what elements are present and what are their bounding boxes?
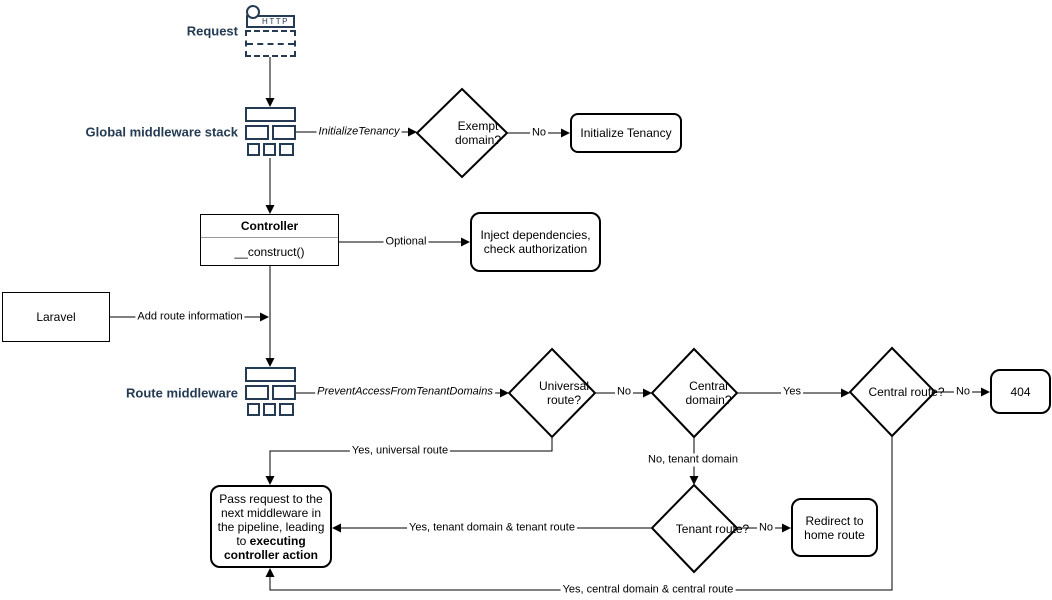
decision-exempt-domain-shape: [415, 87, 509, 179]
pass-request-bold-text: executing controller action: [223, 533, 318, 562]
edge-label-prevent-access-middleware: PreventAccessFromTenantDomains: [315, 385, 495, 399]
edge-label-optional: Optional: [383, 235, 429, 249]
stack-mid-left: [245, 125, 269, 140]
stack-row-top: [245, 367, 296, 382]
http-request-dashed-box: [245, 30, 296, 57]
process-inject-dependencies: Inject dependencies, check authorization: [470, 212, 601, 272]
stack-row-top: [245, 107, 296, 122]
laravel-node: Laravel: [2, 292, 110, 342]
controller-node: Controller __construct(): [200, 214, 339, 266]
edge-label-tenant-yes: Yes, tenant domain & tenant route: [407, 521, 577, 535]
pass-request-text: Pass request to the next middleware in t…: [217, 491, 325, 548]
edge-label-central-domain-yes: Yes: [781, 385, 803, 399]
decision-central-route-shape: [848, 346, 937, 438]
edge-label-tenant-domain-no: No, tenant domain: [646, 453, 740, 467]
stack-bottom-3: [279, 403, 294, 416]
stack-mid-right: [272, 385, 296, 400]
controller-method: __construct(): [234, 245, 305, 259]
edge-label-initialize-tenancy-middleware: InitializeTenancy: [316, 125, 402, 139]
process-404: 404: [990, 369, 1051, 414]
http-request-box: HTTP: [246, 15, 295, 28]
route-middleware-label: Route middleware: [126, 385, 238, 401]
pass-request-text-wrap: Pass request to the next middleware in t…: [216, 492, 326, 562]
edge-label-universal-no: No: [614, 385, 634, 399]
edge-label-universal-yes: Yes, universal route: [349, 444, 451, 458]
decision-central-domain-shape: [650, 347, 739, 439]
http-request-circle: [246, 5, 260, 19]
stack-bottom-1: [247, 403, 260, 416]
middleware-stack-icon-global: [245, 107, 296, 158]
controller-title: Controller: [201, 215, 338, 238]
process-initialize-tenancy: Initialize Tenancy: [570, 113, 682, 153]
edge-label-central-route-no: No: [953, 385, 973, 399]
process-redirect-home: Redirect to home route: [791, 498, 878, 557]
stack-bottom-2: [263, 403, 276, 416]
request-label: Request: [186, 23, 238, 39]
stack-bottom-3: [279, 143, 294, 156]
edge-label-tenant-route-no: No: [756, 521, 776, 535]
edge-label-exempt-no: No: [529, 126, 549, 140]
edge-label-central-yes: Yes, central domain & central route: [560, 583, 736, 597]
middleware-stack-icon-route: [245, 367, 296, 418]
decision-universal-route-shape: [507, 347, 597, 439]
stack-bottom-2: [263, 143, 276, 156]
stack-mid-right: [272, 125, 296, 140]
http-request-dashed-divider: [247, 43, 294, 45]
process-pass-request: Pass request to the next middleware in t…: [210, 485, 332, 568]
stack-bottom-1: [247, 143, 260, 156]
edge-label-add-route-information: Add route information: [135, 310, 245, 324]
global-middleware-label: Global middleware stack: [85, 124, 238, 140]
decision-tenant-route-shape: [650, 483, 739, 574]
stack-mid-left: [245, 385, 269, 400]
http-request-icon: HTTP: [245, 3, 297, 58]
